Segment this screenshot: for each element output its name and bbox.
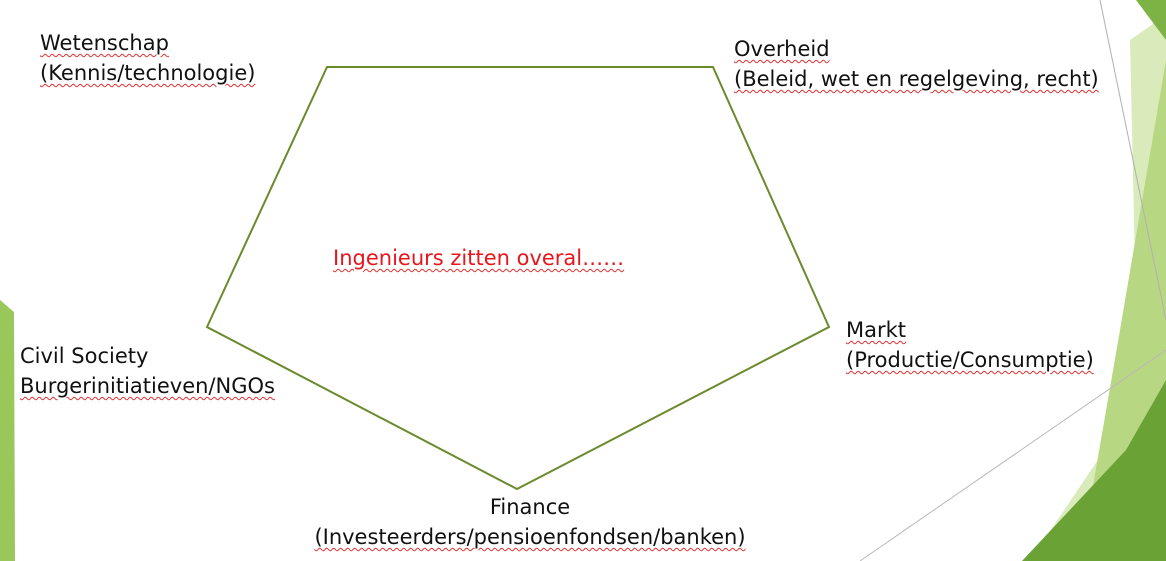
- node-wetenschap: Wetenschap (Kennis/technologie): [40, 28, 255, 88]
- node-civil-society-subtitle: Burgerinitiatieven/NGOs: [20, 374, 275, 398]
- decor-line-1: [1099, 0, 1166, 321]
- node-markt: Markt (Productie/Consumptie): [846, 315, 1094, 375]
- right-dark-green-shape: [1022, 380, 1166, 561]
- node-wetenschap-subtitle: (Kennis/technologie): [40, 61, 256, 85]
- center-statement: Ingenieurs zitten overal……: [333, 246, 625, 270]
- decor-line-2: [859, 349, 1166, 561]
- node-overheid-subtitle: (Beleid, wet en regelgeving, recht): [734, 67, 1099, 91]
- node-civil-society: Civil Society Burgerinitiatieven/NGOs: [20, 341, 275, 401]
- left-accent-shape: [0, 300, 15, 561]
- node-markt-subtitle: (Productie/Consumptie): [846, 348, 1094, 372]
- node-finance-title: Finance: [489, 495, 571, 519]
- node-markt-title: Markt: [846, 318, 907, 342]
- pentagon-outline: [205, 66, 831, 491]
- node-overheid-title: Overheid: [734, 37, 830, 61]
- node-finance-subtitle: (Investeerders/pensioenfondsen/banken): [314, 525, 746, 549]
- node-finance: Finance (Investeerders/pensioenfondsen/b…: [0, 492, 1060, 552]
- node-civil-society-title: Civil Society: [20, 344, 149, 368]
- node-wetenschap-title: Wetenschap: [40, 31, 169, 55]
- node-overheid: Overheid (Beleid, wet en regelgeving, re…: [734, 34, 1099, 94]
- right-top-green-shape: [1136, 0, 1166, 40]
